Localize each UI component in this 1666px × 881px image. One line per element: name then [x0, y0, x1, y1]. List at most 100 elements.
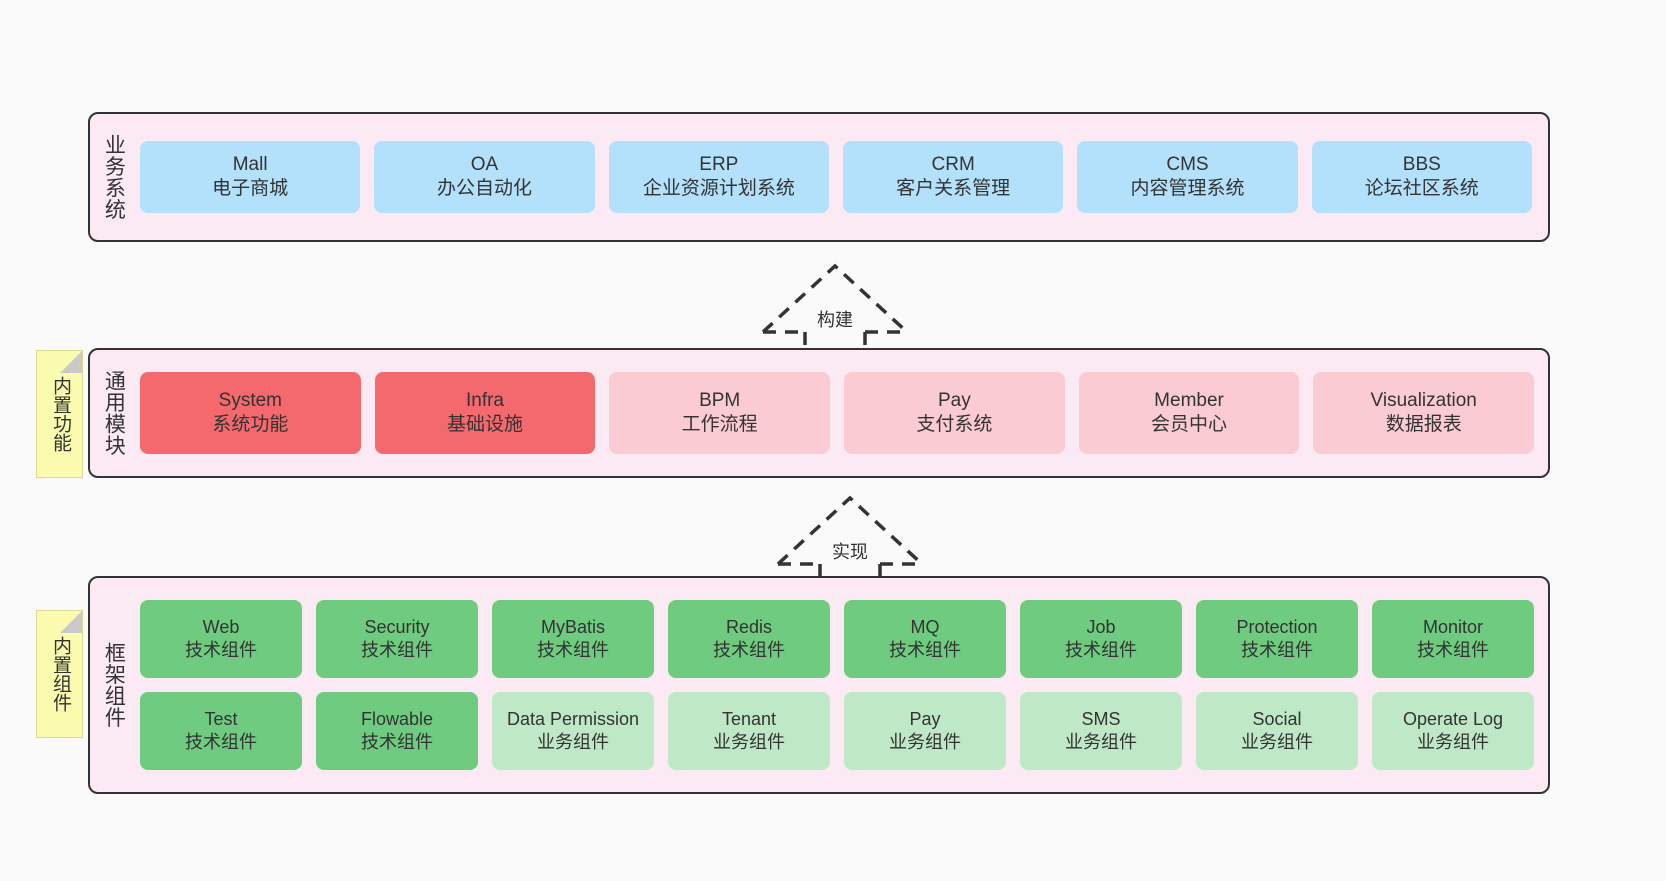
card-row: System 系统功能 Infra 基础设施 BPM 工作流程 Pay 支付系统… — [140, 372, 1535, 454]
card-subtitle: 论坛社区系统 — [1364, 178, 1479, 199]
card-subtitle: 业务组件 — [537, 732, 609, 752]
card-bpm[interactable]: BPM 工作流程 — [609, 372, 831, 454]
connector-label-build: 构建 — [817, 310, 853, 330]
card-subtitle: 技术组件 — [361, 640, 433, 660]
card-title: Member — [1154, 389, 1224, 411]
connector-label-implement: 实现 — [832, 542, 868, 562]
card-data-permission[interactable]: Data Permission 业务组件 — [492, 692, 654, 770]
layer-business-systems: 业务系统 Mall 电子商城 OA 办公自动化 ERP 企业资源计划系统 CRM… — [88, 112, 1550, 242]
card-subtitle: 技术组件 — [537, 640, 609, 660]
card-title: Operate Log — [1402, 708, 1504, 729]
card-infra[interactable]: Infra 基础设施 — [374, 372, 596, 454]
side-tag-builtin-components: 内置组件 — [36, 610, 83, 738]
card-title: Pay — [937, 389, 971, 411]
card-subtitle: 业务组件 — [889, 732, 961, 752]
card-title: System — [218, 389, 283, 411]
card-subtitle: 技术组件 — [185, 732, 257, 752]
card-subtitle: 企业资源计划系统 — [642, 178, 795, 199]
card-title: BBS — [1402, 153, 1441, 175]
card-system[interactable]: System 系统功能 — [140, 372, 361, 454]
card-member[interactable]: Member 会员中心 — [1078, 372, 1300, 454]
layer-label-business-systems: 业务系统 — [102, 134, 126, 220]
layer-label-common-modules: 通用模块 — [102, 370, 126, 456]
card-title: Mall — [232, 153, 268, 175]
card-subtitle: 基础设施 — [447, 414, 524, 435]
card-subtitle: 技术组件 — [361, 732, 433, 752]
side-tag-builtin-features: 内置功能 — [36, 350, 83, 478]
card-subtitle: 工作流程 — [681, 414, 758, 435]
card-subtitle: 业务组件 — [1241, 732, 1313, 752]
card-title: Flowable — [360, 708, 434, 729]
card-security[interactable]: Security 技术组件 — [316, 600, 478, 678]
card-title: BPM — [699, 389, 741, 411]
card-mq[interactable]: MQ 技术组件 — [844, 600, 1006, 678]
card-title: Test — [204, 708, 238, 729]
card-row: Test 技术组件 Flowable 技术组件 Data Permission … — [140, 692, 1534, 770]
card-title: Data Permission — [506, 708, 640, 729]
card-subtitle: 业务组件 — [713, 732, 785, 752]
card-title: Redis — [725, 616, 773, 637]
card-row: Web 技术组件 Security 技术组件 MyBatis 技术组件 Redi… — [140, 600, 1534, 678]
card-mall[interactable]: Mall 电子商城 — [140, 141, 361, 213]
card-flowable[interactable]: Flowable 技术组件 — [316, 692, 478, 770]
card-subtitle: 技术组件 — [1241, 640, 1313, 660]
card-subtitle: 电子商城 — [212, 178, 289, 199]
card-subtitle: 办公自动化 — [436, 178, 532, 199]
card-mybatis[interactable]: MyBatis 技术组件 — [492, 600, 654, 678]
card-title: OA — [470, 153, 499, 175]
layer-body-business-systems: Mall 电子商城 OA 办公自动化 ERP 企业资源计划系统 CRM 客户关系… — [136, 114, 1548, 240]
card-job[interactable]: Job 技术组件 — [1020, 600, 1182, 678]
card-sms[interactable]: SMS 业务组件 — [1020, 692, 1182, 770]
card-title: Tenant — [721, 708, 777, 729]
card-monitor[interactable]: Monitor 技术组件 — [1372, 600, 1534, 678]
card-title: Security — [364, 616, 430, 637]
connector-build: 构建 — [745, 256, 925, 352]
card-subtitle: 支付系统 — [916, 414, 993, 435]
card-pay-component[interactable]: Pay 业务组件 — [844, 692, 1006, 770]
card-subtitle: 业务组件 — [1065, 732, 1137, 752]
card-web[interactable]: Web 技术组件 — [140, 600, 302, 678]
card-visualization[interactable]: Visualization 数据报表 — [1313, 372, 1535, 454]
card-social[interactable]: Social 业务组件 — [1196, 692, 1358, 770]
card-title: CRM — [931, 153, 975, 175]
card-subtitle: 技术组件 — [713, 640, 785, 660]
card-subtitle: 会员中心 — [1151, 414, 1228, 435]
card-subtitle: 数据报表 — [1385, 414, 1462, 435]
connector-implement: 实现 — [760, 488, 940, 584]
card-title: CMS — [1166, 153, 1209, 175]
card-operate-log[interactable]: Operate Log 业务组件 — [1372, 692, 1534, 770]
card-cms[interactable]: CMS 内容管理系统 — [1077, 141, 1298, 213]
card-title: MQ — [910, 616, 940, 637]
card-title: ERP — [699, 153, 739, 175]
card-title: Infra — [465, 389, 505, 411]
layer-body-framework-components: Web 技术组件 Security 技术组件 MyBatis 技术组件 Redi… — [136, 578, 1548, 792]
card-protection[interactable]: Protection 技术组件 — [1196, 600, 1358, 678]
layer-label-framework-components: 框架组件 — [102, 642, 126, 728]
card-oa[interactable]: OA 办公自动化 — [374, 141, 595, 213]
card-subtitle: 技术组件 — [889, 640, 961, 660]
card-tenant[interactable]: Tenant 业务组件 — [668, 692, 830, 770]
card-title: Pay — [909, 708, 941, 729]
card-test[interactable]: Test 技术组件 — [140, 692, 302, 770]
card-title: Social — [1252, 708, 1302, 729]
card-erp[interactable]: ERP 企业资源计划系统 — [608, 141, 829, 213]
side-tag-label: 内置功能 — [49, 376, 71, 452]
card-title: Job — [1086, 616, 1116, 637]
card-row: Mall 电子商城 OA 办公自动化 ERP 企业资源计划系统 CRM 客户关系… — [140, 141, 1532, 213]
card-subtitle: 技术组件 — [1065, 640, 1137, 660]
side-tag-label: 内置组件 — [49, 636, 71, 712]
card-redis[interactable]: Redis 技术组件 — [668, 600, 830, 678]
card-title: MyBatis — [540, 616, 605, 637]
card-title: Protection — [1236, 616, 1318, 637]
layer-body-common-modules: System 系统功能 Infra 基础设施 BPM 工作流程 Pay 支付系统… — [136, 350, 1548, 476]
layer-framework-components: 框架组件 Web 技术组件 Security 技术组件 MyBatis 技术组件… — [88, 576, 1550, 794]
card-title: SMS — [1081, 708, 1121, 729]
card-pay-module[interactable]: Pay 支付系统 — [844, 372, 1065, 454]
card-subtitle: 业务组件 — [1417, 732, 1489, 752]
card-subtitle: 系统功能 — [212, 414, 289, 435]
card-crm[interactable]: CRM 客户关系管理 — [842, 141, 1064, 213]
card-bbs[interactable]: BBS 论坛社区系统 — [1311, 141, 1532, 213]
card-subtitle: 客户关系管理 — [896, 178, 1011, 199]
card-title: Visualization — [1370, 389, 1477, 411]
